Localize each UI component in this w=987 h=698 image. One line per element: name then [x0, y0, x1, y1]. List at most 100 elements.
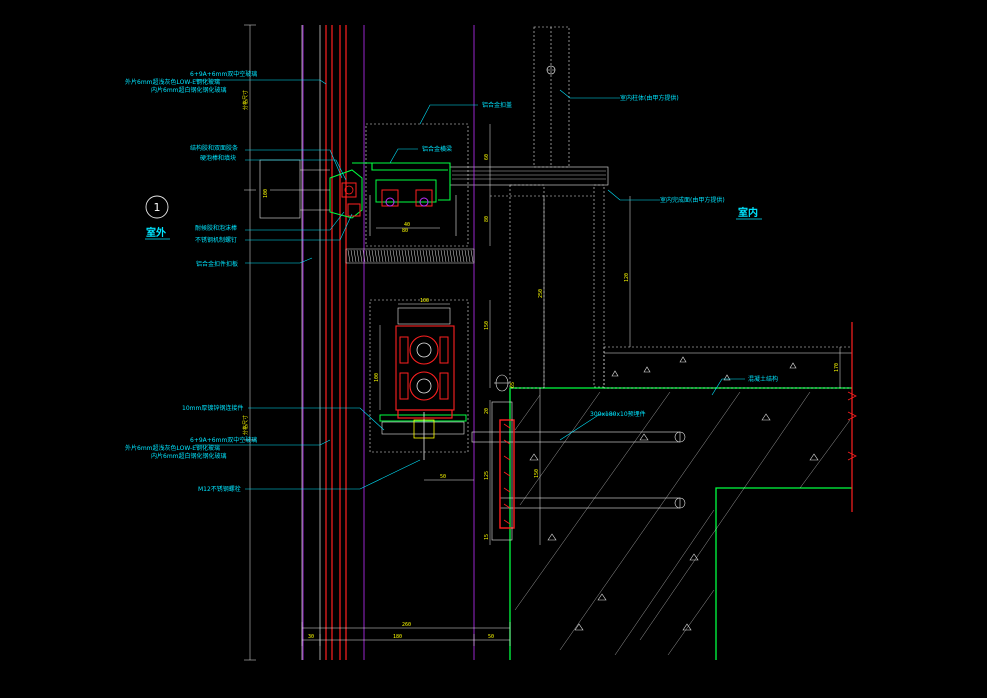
- coil-stroke: [362, 249, 366, 263]
- coil-stroke: [350, 249, 354, 263]
- dim-d14: 100: [263, 189, 269, 198]
- coil-stroke: [443, 249, 447, 263]
- bolt-label: M12不锈钢螺栓: [198, 485, 241, 493]
- dim-d5: 250: [538, 289, 544, 298]
- glass-panes: [301, 25, 475, 660]
- coil-stroke: [467, 249, 471, 263]
- dim-bottom-total: 260: [402, 622, 411, 628]
- coil-stroke: [458, 249, 462, 263]
- coil-stroke: [380, 249, 384, 263]
- coil-stroke: [464, 249, 468, 263]
- dim-vert-top: 分格尺寸: [242, 90, 249, 110]
- coil-stroke: [365, 249, 369, 263]
- dimension-lines: [244, 24, 841, 661]
- coil-stroke: [455, 249, 459, 263]
- ss-screw-label: 不锈钢机制螺钉: [195, 236, 237, 244]
- coil-stroke: [398, 249, 402, 263]
- concrete-slab: [509, 387, 852, 660]
- detail-marker: 1: [145, 195, 170, 240]
- concrete-label: 混凝土结构: [748, 375, 778, 383]
- alu-cover-label: 铝合金扣盖: [482, 101, 512, 109]
- thermal-break: [345, 248, 475, 264]
- coil-stroke: [389, 249, 393, 263]
- dim-d8: 20: [484, 408, 490, 414]
- coil-stroke: [449, 249, 453, 263]
- coil-stroke: [377, 249, 381, 263]
- coil-stroke: [461, 249, 465, 263]
- coil-stroke: [401, 249, 405, 263]
- dim-d12: 150: [534, 469, 540, 478]
- dim-bottom-c: 50: [488, 634, 494, 640]
- floor-finish: [603, 322, 857, 512]
- dim-d15: 15: [484, 534, 490, 540]
- coil-stroke: [407, 249, 411, 263]
- glass-spec-bot-3: 内片6mm超白钢化钢化玻璃: [151, 452, 227, 460]
- coil-stroke: [434, 249, 438, 263]
- coil-stroke: [431, 249, 435, 263]
- indoor-column-label: 室内柱体(由甲方提供): [620, 94, 679, 102]
- dim-d16: 80: [402, 228, 408, 234]
- dim-d17: 65: [510, 382, 516, 388]
- weather-sealant-label: 耐候胶和泡沫棒: [195, 224, 237, 232]
- dim-d11: 50: [440, 474, 446, 480]
- coil-stroke: [410, 249, 414, 263]
- steel-bracket-assembly: [369, 299, 686, 541]
- dim-d4: 100: [420, 298, 429, 304]
- detail-number: 1: [154, 201, 161, 214]
- coil-stroke: [353, 249, 357, 263]
- dim-d1: 60: [484, 154, 490, 160]
- glass-spec-top-2: 外片6mm超浅灰色LOW-E钢化玻璃: [125, 78, 220, 86]
- dim-d2: 40: [404, 222, 410, 228]
- dim-vert-bot: 分格尺寸: [242, 415, 249, 435]
- coil-stroke: [428, 249, 432, 263]
- alu-beam-label: 铝合金横梁: [422, 145, 452, 153]
- dim-d7: 150: [484, 321, 490, 330]
- coil-stroke: [383, 249, 387, 263]
- foam-block-label: 硬泡棒和填块: [200, 154, 236, 162]
- dim-bottom-a: 30: [308, 634, 314, 640]
- dim-d3: 80: [484, 216, 490, 222]
- dim-d6: 120: [624, 273, 630, 282]
- coil-stroke: [422, 249, 426, 263]
- inside-label: 室内: [738, 206, 758, 219]
- coil-stroke: [371, 249, 375, 263]
- transom-frame: [259, 123, 469, 247]
- coil-stroke: [395, 249, 399, 263]
- alu-clip-label: 铝合金扣件扣板: [196, 260, 238, 268]
- coil-stroke: [392, 249, 396, 263]
- dim-d10: 125: [484, 471, 490, 480]
- coil-stroke: [359, 249, 363, 263]
- glass-spec-top-3: 内片6mm超白钢化钢化玻璃: [151, 86, 227, 94]
- coil-stroke: [440, 249, 444, 263]
- dim-d13: 170: [834, 363, 840, 372]
- coil-stroke: [425, 249, 429, 263]
- coil-stroke: [404, 249, 408, 263]
- coil-stroke: [446, 249, 450, 263]
- indoor-column: [449, 26, 609, 389]
- coil-stroke: [374, 249, 378, 263]
- indoor-ceiling-label: 室内完成面(由甲方提供): [660, 196, 725, 204]
- steel-bracket-label: 10mm厚镀锌钢连接件: [182, 404, 243, 412]
- coil-stroke: [437, 249, 441, 263]
- coil-stroke: [470, 249, 474, 263]
- glass-spec-bot-1: 6+9A+6mm双中空玻璃: [190, 436, 257, 444]
- coil-stroke: [419, 249, 423, 263]
- coil-stroke: [413, 249, 417, 263]
- coil-stroke: [416, 249, 420, 263]
- glass-spec-bot-2: 外片6mm超浅灰色LOW-E钢化玻璃: [125, 444, 220, 452]
- dim-d9: 100: [374, 373, 380, 382]
- callout-labels: 6+9A+6mm双中空玻璃 外片6mm超浅灰色LOW-E钢化玻璃 内片6mm超白…: [125, 70, 778, 493]
- embed-plate-label: 300x180x10预埋件: [590, 410, 646, 418]
- coil-stroke: [368, 249, 372, 263]
- leader-lines: [195, 79, 745, 490]
- dimension-texts: 分格尺寸 分格尺寸 260 30 180 50 60 40 80 100 250…: [242, 90, 840, 640]
- dim-bottom-b: 180: [393, 634, 402, 640]
- coil-stroke: [356, 249, 360, 263]
- coil-stroke: [347, 249, 351, 263]
- coil-stroke: [452, 249, 456, 263]
- glass-spec-top-1: 6+9A+6mm双中空玻璃: [190, 70, 257, 78]
- outside-label: 室外: [146, 226, 166, 239]
- structural-sealant-label: 结构胶和双面胶条: [190, 144, 238, 152]
